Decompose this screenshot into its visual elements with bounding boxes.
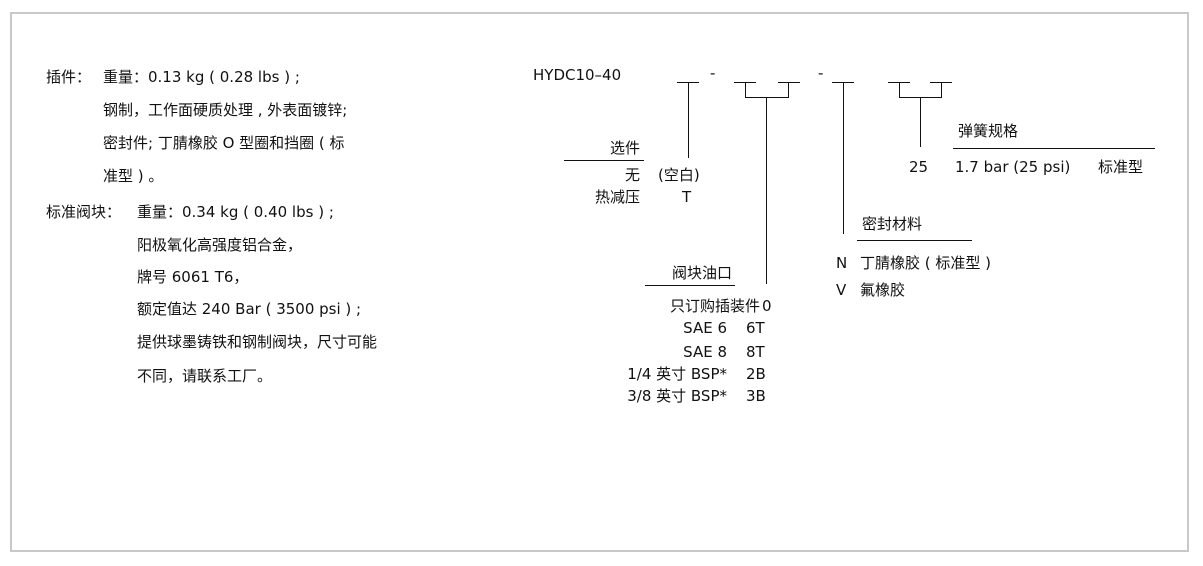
connector-seals	[843, 82, 844, 234]
options-title: 选件	[609, 139, 640, 157]
connector-options	[688, 82, 689, 158]
ports-row-1-label: 只订购插装件	[669, 297, 760, 315]
ports-row-5-label: 3/8 英寸 BSP*	[627, 387, 727, 405]
options-title-underline	[564, 160, 644, 161]
block-line-3: 牌号 6061 T6，	[137, 268, 249, 286]
seals-row-2-label: 氟橡胶	[860, 281, 906, 299]
block-line-1: 重量：0.34 kg ( 0.40 lbs ) ;	[137, 203, 334, 221]
connector-ports-left	[745, 82, 746, 98]
options-row-1-label: 无	[624, 166, 640, 184]
spring-row-1-note: 标准型	[1098, 158, 1144, 176]
slot-ports-b	[778, 82, 800, 83]
seals-row-2-code: V	[836, 281, 847, 299]
ports-row-4-code: 2B	[746, 365, 766, 383]
insert-line-1: 重量：0.13 kg ( 0.28 lbs ) ;	[103, 68, 300, 86]
seals-row-1-label: 丁腈橡胶 ( 标准型 )	[860, 254, 992, 272]
insert-line-3: 密封件; 丁腈橡胶 O 型圈和挡圈 ( 标	[103, 134, 345, 152]
insert-line-2: 钢制，工作面硬质处理 , 外表面镀锌;	[103, 101, 348, 119]
spring-row-1-code: 25	[909, 158, 929, 176]
insert-line-4: 准型 ) 。	[103, 167, 164, 185]
seals-title: 密封材料	[862, 215, 923, 233]
code-dash-1: -	[710, 64, 716, 82]
options-row-2-label: 热减压	[594, 188, 640, 206]
ports-row-2-label: SAE 6	[683, 319, 727, 337]
model-code: HYDC10–40	[533, 66, 622, 84]
block-line-5: 提供球墨铸铁和钢制阀块，尺寸可能	[137, 333, 378, 351]
connector-ports-right	[788, 82, 789, 98]
block-line-4: 额定值达 240 Bar ( 3500 psi ) ;	[137, 300, 362, 318]
options-row-1-code: (空白)	[658, 166, 700, 184]
ports-row-1-code: 0	[762, 297, 772, 315]
ports-row-5-code: 3B	[746, 387, 766, 405]
connector-spring-right	[941, 82, 942, 98]
block-label: 标准阀块：	[46, 203, 122, 221]
spring-title: 弹簧规格	[958, 122, 1019, 140]
ports-title-underline	[645, 285, 735, 286]
connector-ports-bridge	[745, 97, 789, 98]
connector-spring-left	[899, 82, 900, 98]
ports-title: 阀块油口	[671, 264, 732, 282]
ports-row-3-label: SAE 8	[683, 343, 727, 361]
connector-spring	[920, 97, 921, 147]
spring-title-underline	[953, 148, 1155, 149]
ports-row-2-code: 6T	[746, 319, 765, 337]
ports-row-3-code: 8T	[746, 343, 765, 361]
ports-row-4-label: 1/4 英寸 BSP*	[627, 365, 727, 383]
seals-row-1-code: N	[836, 254, 848, 272]
seals-title-underline	[857, 240, 972, 241]
code-dash-2: -	[818, 64, 824, 82]
insert-label: 插件：	[46, 68, 92, 86]
block-line-6: 不同，请联系工厂。	[137, 367, 273, 385]
document-frame	[10, 12, 1189, 552]
spring-row-1-label: 1.7 bar (25 psi)	[955, 158, 1071, 176]
connector-ports	[766, 97, 767, 284]
options-row-2-code: T	[682, 188, 692, 206]
block-line-2: 阳极氧化高强度铝合金，	[137, 236, 303, 254]
